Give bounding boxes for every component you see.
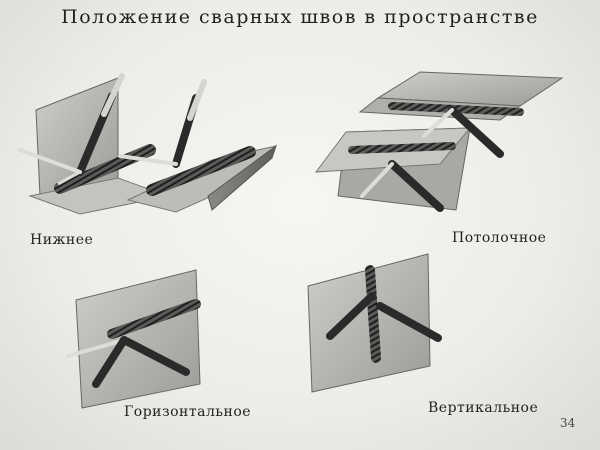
electrode-holder [18, 73, 125, 186]
slide-title: Положение сварных швов в пространстве [61, 6, 539, 28]
electrode-holder [66, 336, 190, 376]
horizontal-position-figure [66, 269, 201, 409]
electrode-holder [422, 106, 504, 158]
vertical-position-figure [307, 253, 442, 393]
electrode-holder [376, 302, 442, 342]
electrode-holder [326, 292, 376, 340]
lower-position-figure [18, 73, 277, 215]
electrode-holder [360, 160, 444, 212]
weld-seam-right [146, 146, 256, 196]
electrode-holder [92, 336, 128, 388]
overhead-position-figure [314, 71, 564, 212]
electrode-holder [118, 79, 207, 168]
label-horizontal: Горизонтальное [124, 404, 252, 420]
label-vertical: Вертикальное [428, 400, 539, 416]
weld-seam [107, 299, 201, 339]
plate-edge [207, 144, 277, 211]
label-overhead: Потолочное [452, 230, 547, 246]
label-lower: Нижнее [30, 232, 94, 248]
weld-seam-lower [348, 142, 456, 154]
slide-number: 34 [560, 416, 576, 430]
weld-seam [365, 265, 381, 363]
